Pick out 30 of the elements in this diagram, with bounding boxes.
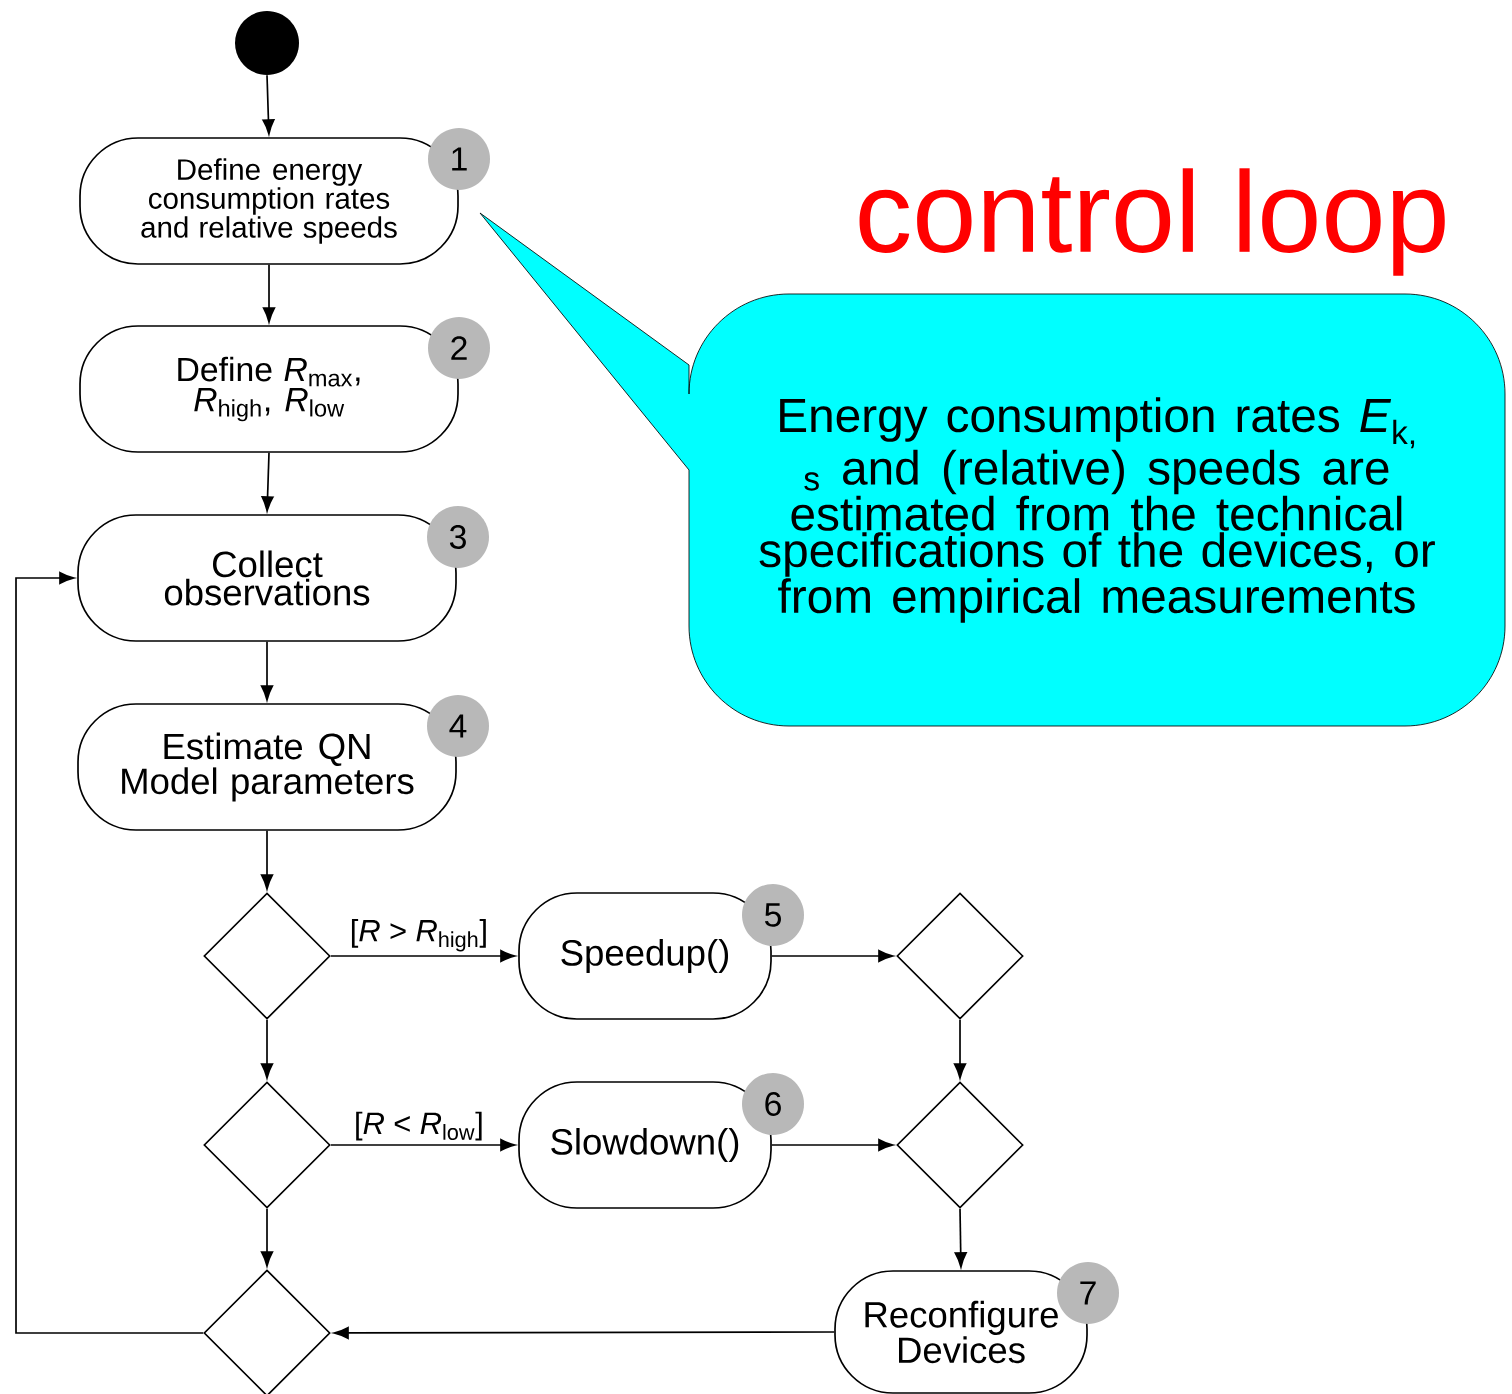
arrow — [330, 949, 516, 963]
number-badge: 1 — [428, 128, 490, 190]
number-badge: 7 — [1057, 1262, 1119, 1324]
start-circle — [235, 11, 299, 75]
decision-diamond — [203, 1269, 331, 1394]
arrow — [333, 1326, 835, 1340]
arrow — [954, 1208, 967, 1268]
arrow — [953, 1019, 967, 1079]
number-badge: 5 — [742, 884, 804, 946]
arrow — [262, 264, 276, 323]
arrow — [260, 1019, 274, 1079]
edge-label: [R < R$_{low}$] — [352, 1110, 486, 1142]
arrow — [262, 74, 275, 135]
arrow — [260, 641, 274, 701]
decision-diamond — [896, 892, 1024, 1020]
edge-label: [R > R$_{high}$] — [348, 917, 490, 953]
number-badge: 4 — [427, 695, 489, 757]
decision-diamond — [203, 1081, 331, 1209]
number-badge: 2 — [428, 317, 490, 379]
arrow — [330, 1138, 516, 1152]
decision-diamond — [203, 892, 331, 1020]
arrow — [261, 452, 274, 512]
decision-diamond — [896, 1081, 1024, 1209]
arrow — [260, 1208, 274, 1267]
number-badge: 3 — [427, 506, 489, 568]
arrow — [771, 1138, 894, 1152]
arrow — [15, 571, 204, 1334]
arrow — [260, 830, 274, 890]
number-badge: 6 — [742, 1073, 804, 1135]
arrow — [771, 949, 894, 963]
